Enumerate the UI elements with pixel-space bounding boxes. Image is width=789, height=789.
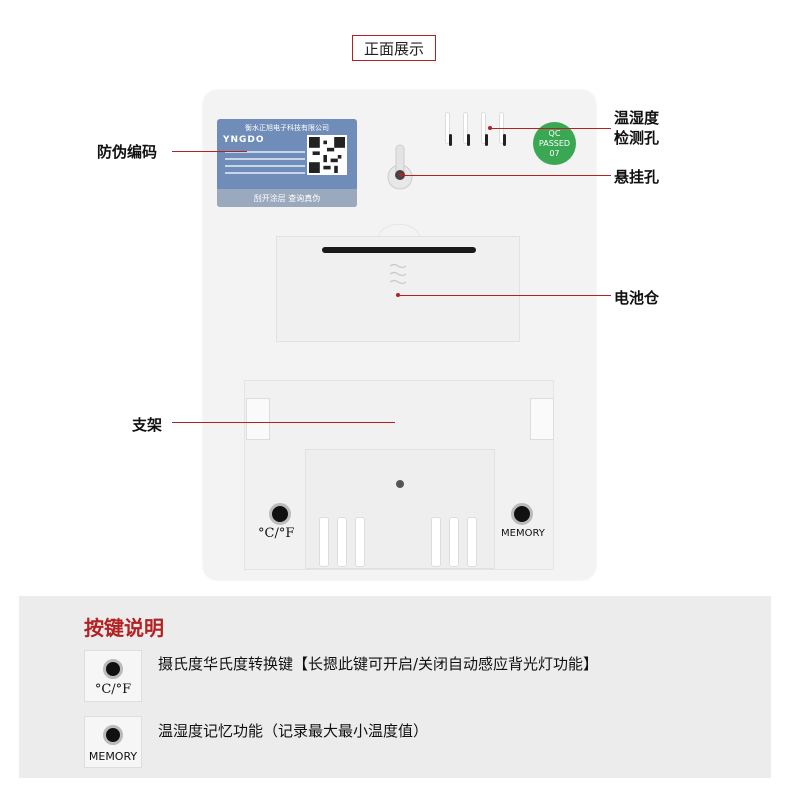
battery-slot <box>322 247 476 253</box>
callout-line <box>172 151 247 152</box>
sensor-vent-openings <box>449 134 506 146</box>
key-description: 温湿度记忆功能（记录最大最小温度值） <box>158 722 429 740</box>
button-hole-icon <box>103 659 123 679</box>
instruction-panel <box>19 596 771 778</box>
callout-line <box>398 295 611 296</box>
callout-anti-fake: 防伪编码 <box>97 143 158 161</box>
stand-dot <box>396 480 404 488</box>
seal-line-3: 07 <box>549 149 560 158</box>
sticker-brand: YNGDO <box>223 135 265 145</box>
button-hole-icon <box>103 725 123 745</box>
anti-fake-sticker: 衡水正旭电子科技有限公司 YNGDO 刮开涂层 查询真伪 <box>217 119 357 207</box>
callout-battery: 电池仓 <box>614 289 660 307</box>
stand-inner-panel <box>305 449 495 569</box>
memory-button[interactable] <box>511 503 533 525</box>
vent <box>463 112 468 144</box>
callout-line <box>401 175 611 176</box>
callout-line <box>490 128 611 129</box>
qr-code-icon <box>307 135 347 175</box>
key-label: °C/°F <box>94 682 132 697</box>
stand-hinge-right <box>530 398 554 440</box>
seal-line-2: PASSED <box>538 139 571 148</box>
key-label: MEMORY <box>88 750 138 763</box>
sticker-scratch-text: 刮开涂层 查询真伪 <box>217 189 357 207</box>
key-memory: MEMORY <box>84 716 142 768</box>
callout-sensor-hole-2: 检测孔 <box>614 129 660 147</box>
temp-unit-label: °C/°F <box>258 526 295 541</box>
qc-passed-seal: QC PASSED 07 <box>533 122 576 165</box>
battery-compartment <box>276 236 520 342</box>
memory-label: MEMORY <box>501 528 545 539</box>
stand-slots-left <box>319 517 365 567</box>
temp-unit-button[interactable] <box>269 503 291 525</box>
sticker-company: 衡水正旭电子科技有限公司 <box>245 124 329 132</box>
callout-hang-hole: 悬挂孔 <box>614 168 660 186</box>
callout-line <box>172 422 395 423</box>
key-temp-unit: °C/°F <box>84 650 142 702</box>
sticker-text-lines <box>225 151 305 179</box>
stand-hinge-left <box>246 398 270 440</box>
stand-slots-right <box>431 517 477 567</box>
wave-icon <box>386 262 410 292</box>
instruction-title: 按键说明 <box>84 616 164 640</box>
hang-hole-icon <box>384 143 416 191</box>
seal-line-1: QC <box>548 129 561 138</box>
callout-sensor-hole-1: 温湿度 <box>614 109 660 127</box>
header-title: 正面展示 <box>352 35 436 61</box>
key-description: 摄氏度华氏度转换键【长摁此键可开启/关闭自动感应背光灯功能】 <box>158 655 599 673</box>
vent <box>481 112 486 144</box>
callout-stand: 支架 <box>132 416 163 434</box>
vent <box>445 112 450 144</box>
